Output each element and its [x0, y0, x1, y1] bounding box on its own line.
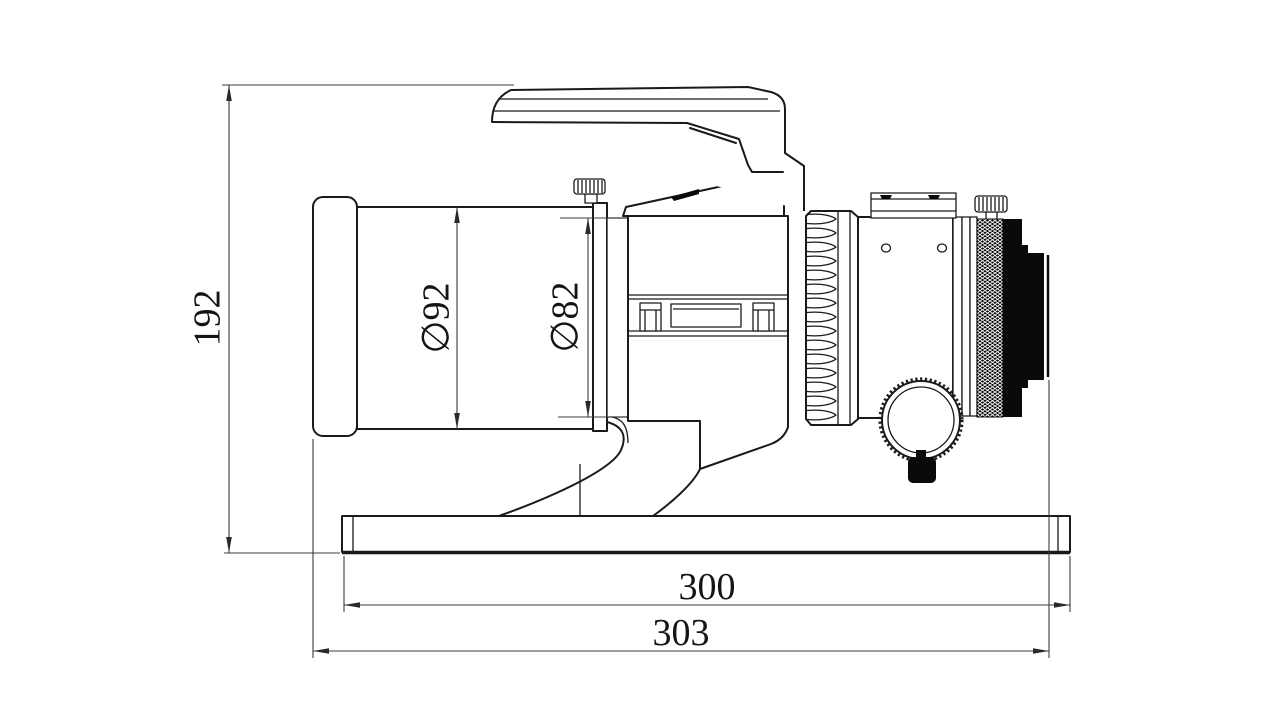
dim-label-plate-length: 300 [679, 566, 736, 608]
tension-knob [908, 457, 936, 483]
dim-label-tube-diameter: ∅82 [545, 281, 587, 352]
scallop-lobes [806, 213, 837, 421]
dim-label-dew-shield-diameter: ∅92 [416, 282, 458, 353]
dovetail-base-plate [341, 515, 1071, 555]
dimension-dew-shield-diameter: ∅92 [416, 207, 460, 429]
rotation-lock-ring [805, 210, 859, 426]
dim-label-height: 192 [187, 290, 229, 347]
main-tube-section [606, 217, 629, 418]
dew-shield-rear-ring [592, 202, 608, 432]
tension-knob-stem [916, 450, 926, 459]
dimension-overall-length: 303 [312, 380, 1050, 658]
support-foot [498, 420, 701, 517]
dim-label-overall-length: 303 [653, 612, 710, 654]
dimension-tube-diameter: ∅82 [545, 217, 626, 418]
carry-handle [491, 86, 805, 211]
rear-thumbscrew [974, 195, 1008, 221]
dimension-annotations: 192 ∅92 ∅82 300 [187, 84, 1071, 658]
front-lens-cell [312, 196, 358, 437]
knurled-lock-ring [976, 218, 1004, 418]
camera-adapter-stack [976, 218, 1050, 418]
tube-clamp-body [611, 215, 789, 470]
dimension-plate-length: 300 [343, 556, 1071, 612]
dew-shield [356, 206, 594, 430]
finder-shoe [870, 192, 957, 219]
front-thumbscrew [573, 178, 606, 204]
telescope-outline [312, 86, 1071, 555]
screw-hole [936, 243, 948, 253]
screw-hole [880, 243, 892, 253]
rail-clamp-blocks [639, 302, 775, 332]
dimension-height: 192 [187, 84, 514, 554]
focus-knob [878, 377, 964, 483]
